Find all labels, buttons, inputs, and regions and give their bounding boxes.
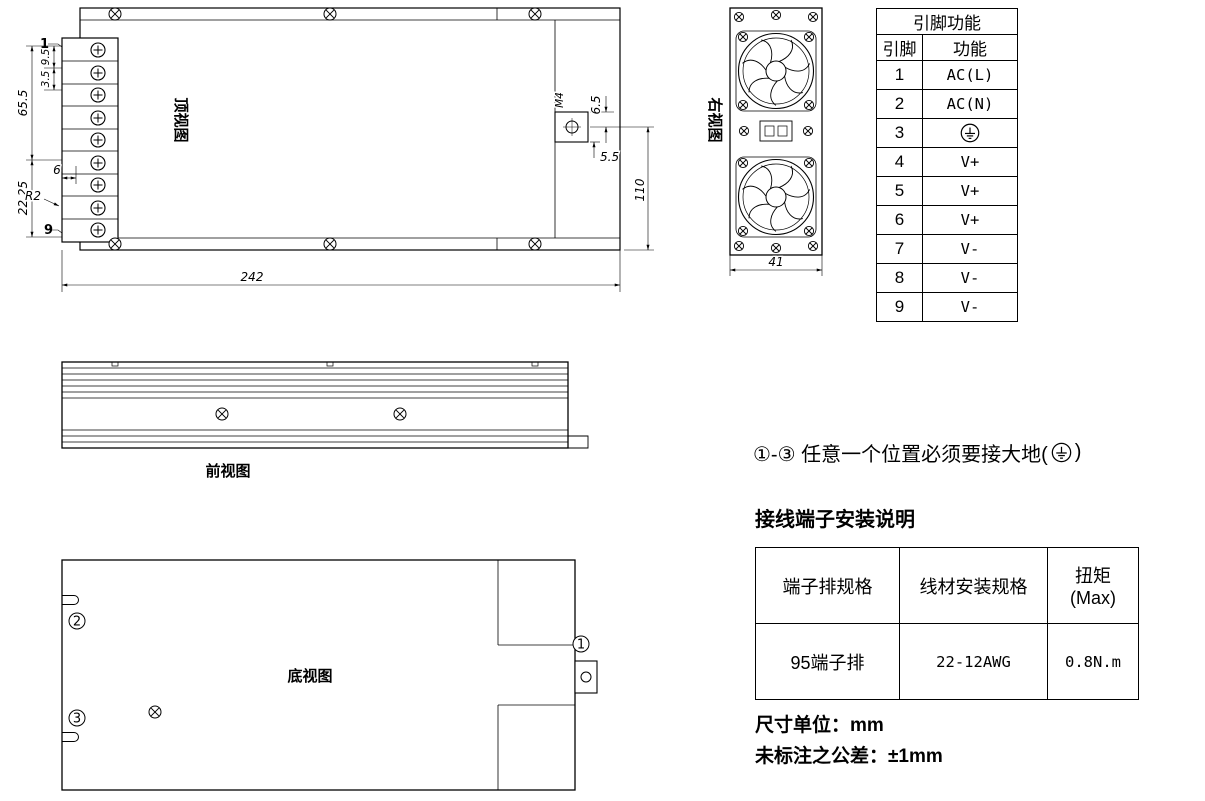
pin-number: 2: [876, 89, 923, 119]
dim-overall-depth: 110: [633, 178, 647, 201]
dim-stud-thread: M4: [554, 92, 566, 108]
front-screws: [215, 407, 407, 421]
pin-number: 5: [876, 176, 923, 206]
keyhole-slot: [62, 595, 79, 605]
pin-function: V-: [922, 263, 1018, 293]
pin-row: 4 V+: [876, 147, 1018, 177]
terminal-spec-header: 端子排规格: [755, 547, 900, 624]
pin-function: V+: [922, 205, 1018, 235]
pin-row: 3: [876, 118, 1018, 148]
dim-upper-height: 65.5: [16, 90, 30, 117]
grounding-note-close: ): [1074, 441, 1082, 463]
bottom-view-drawing: 2 3 1 底视图: [61, 559, 598, 791]
pin-function: AC(L): [922, 60, 1018, 90]
wire-spec-value: 22-12AWG: [899, 623, 1048, 700]
unit-note: 尺寸单位：mm: [755, 715, 884, 736]
ground-stud-tab: [554, 111, 589, 143]
top-view-label: 顶视图: [172, 97, 190, 142]
right-view-drawing: 41 右视图: [706, 7, 823, 276]
terminal-spec-value: 95端子排: [755, 623, 900, 700]
pin-row: 1 AC(L): [876, 60, 1018, 90]
earth-ground-icon: [1051, 442, 1072, 463]
front-view-drawing: 前视图: [61, 361, 589, 480]
mounting-foot: [568, 435, 589, 449]
pin-row: 7 V-: [876, 234, 1018, 264]
dim-corner-radius: R2: [25, 189, 41, 203]
pin-function-table: 引脚功能 引脚 功能 1 AC(L) 2 AC(N) 3: [876, 8, 1018, 322]
bottom-ground-stud-tab: [574, 660, 598, 694]
dim-overall-length: 242: [241, 270, 264, 284]
fan-bottom: [737, 158, 815, 236]
pin1-callout: 1: [40, 37, 49, 52]
dim-stud-to-hole: 6.5: [589, 95, 603, 114]
fan-top: [737, 32, 815, 110]
pin-function-ground-cell: [922, 118, 1018, 148]
dim-pin-pitch-a: 9.5: [40, 48, 52, 65]
pin-row: 8 V-: [876, 263, 1018, 293]
position-marker-1: 1: [572, 635, 590, 653]
dim-hole-drop: 5.5: [600, 150, 619, 164]
terminal-spec-table: 端子排规格 线材安装规格 扭矩(Max) 95端子排 22-12AWG 0.8N…: [755, 547, 1139, 700]
dim-lower-height: 22.25: [16, 181, 30, 215]
top-view-chassis-outline: [79, 7, 621, 251]
pin-function: V-: [922, 292, 1018, 322]
pin-column-header: 引脚: [876, 34, 923, 61]
right-view-label: 右视图: [706, 97, 724, 142]
torque-value: 0.8N.m: [1047, 623, 1139, 700]
pin-number: 4: [876, 147, 923, 177]
terminal-install-title: 接线端子安装说明: [755, 509, 915, 531]
grounding-note: ①-③ 任意一个位置必须要接大地( ): [753, 438, 1081, 467]
bottom-screw: [148, 705, 162, 719]
top-view-drawing: 1 9 65.5 22.25 9.5 3.5 6 R2 242 M4 6.5 5…: [15, 7, 654, 292]
pin-number: 8: [876, 263, 923, 293]
pin-function: V+: [922, 147, 1018, 177]
pin-function: V+: [922, 176, 1018, 206]
tolerance-note: 未标注之公差：±1mm: [755, 746, 943, 767]
pin-row: 9 V-: [876, 292, 1018, 322]
terminal-table-data-row: 95端子排 22-12AWG 0.8N.m: [755, 623, 1139, 700]
wire-spec-header: 线材安装规格: [899, 547, 1048, 624]
dim-pin-pitch-b: 3.5: [40, 70, 52, 87]
pin-table-title-row: 引脚功能: [876, 8, 1018, 35]
front-view-label: 前视图: [205, 462, 250, 480]
svg-text:1: 1: [577, 638, 585, 653]
position-marker-3: 3: [68, 709, 86, 727]
pin9-callout: 9: [44, 223, 53, 238]
torque-header: 扭矩(Max): [1047, 547, 1139, 624]
terminal-screws: [90, 42, 106, 238]
position-marker-2: 2: [68, 612, 86, 630]
pin-number: 9: [876, 292, 923, 322]
pin-row: 6 V+: [876, 205, 1018, 235]
right-view-outline: [729, 7, 823, 256]
pin-number: 7: [876, 234, 923, 264]
pin-row: 2 AC(N): [876, 89, 1018, 119]
earth-ground-icon: [960, 123, 980, 143]
pin-number: 1: [876, 60, 923, 90]
pin-table-title: 引脚功能: [876, 8, 1018, 35]
svg-text:2: 2: [73, 615, 81, 630]
pin-number: 3: [876, 118, 923, 148]
pin-number: 6: [876, 205, 923, 235]
func-column-header: 功能: [922, 34, 1018, 61]
pin-function: V-: [922, 234, 1018, 264]
svg-text:3: 3: [73, 712, 81, 727]
terminal-block: [61, 37, 119, 243]
terminal-table-header-row: 端子排规格 线材安装规格 扭矩(Max): [755, 547, 1139, 624]
bottom-view-label: 底视图: [287, 667, 332, 685]
drawing-notes: 尺寸单位：mm 未标注之公差：±1mm: [755, 710, 943, 772]
pin-table-header-row: 引脚 功能: [876, 34, 1018, 61]
pin-row: 5 V+: [876, 176, 1018, 206]
dim-overall-width: 41: [768, 255, 783, 269]
front-view-outline: [61, 361, 589, 449]
dim-edge-offset: 6: [53, 163, 61, 177]
pin-function: AC(N): [922, 89, 1018, 119]
right-view-dimension-lines: [729, 255, 823, 276]
top-view-dimension-lines: [26, 43, 654, 292]
grounding-note-text: ①-③ 任意一个位置必须要接大地(: [753, 444, 1048, 466]
keyhole-slot: [62, 732, 79, 742]
